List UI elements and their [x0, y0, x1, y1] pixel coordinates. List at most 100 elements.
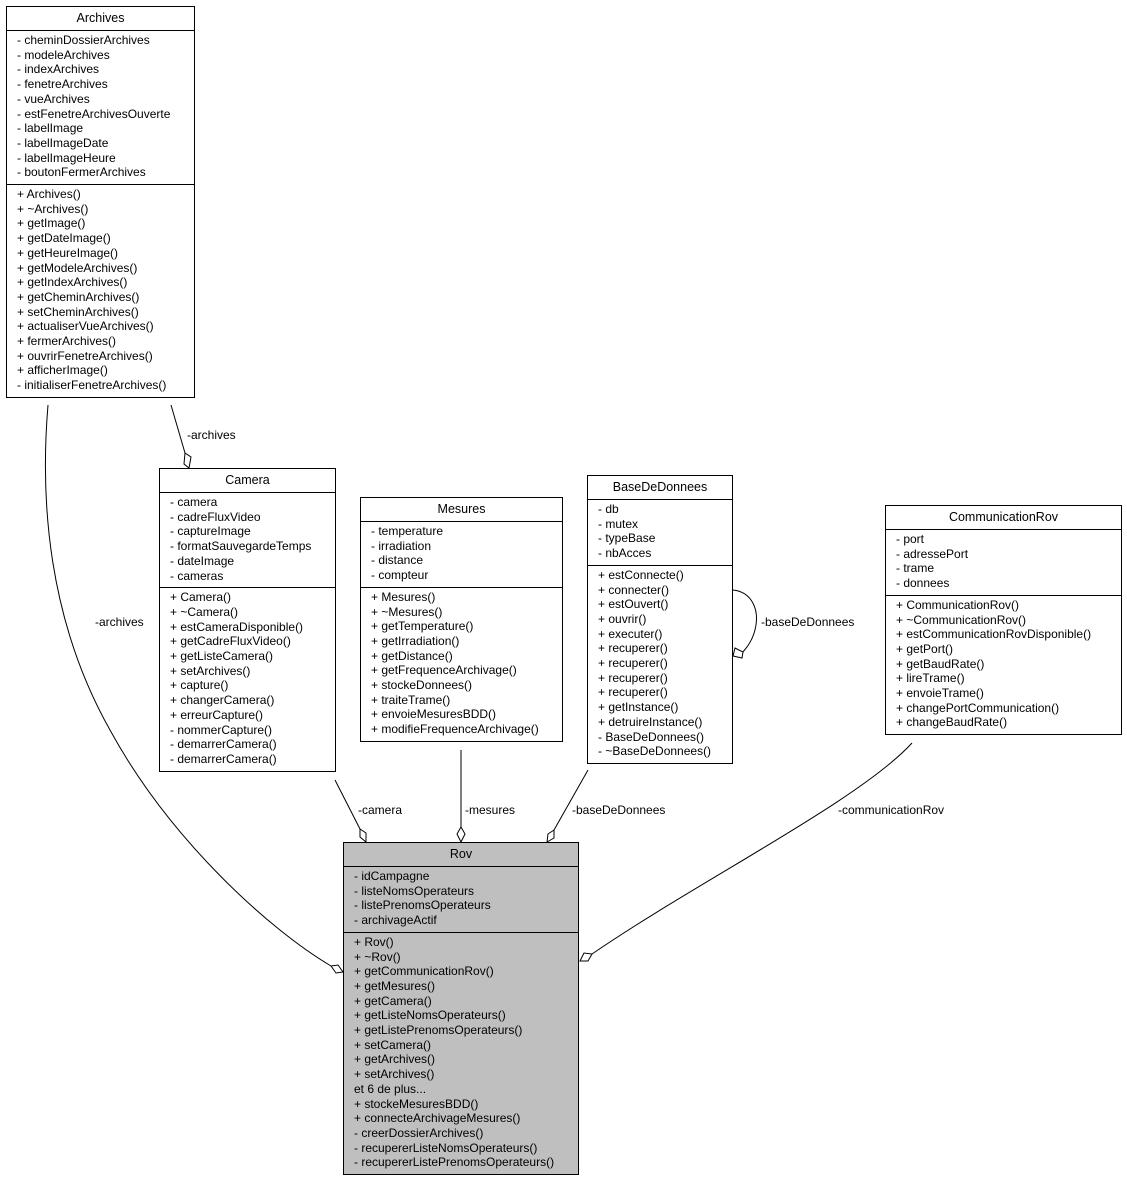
class-method: + stockeDonnees() [371, 678, 473, 693]
class-attributes: - camera- cadreFluxVideo- captureImage- … [160, 493, 335, 587]
class-attributes: - port- adressePort- trame- donnees [886, 530, 1121, 595]
class-attribute: - port [896, 532, 925, 546]
class-method: + estConnecte() [598, 567, 684, 582]
class-attribute: - irradiation [371, 538, 432, 553]
class-method: + getTemperature() [371, 619, 474, 634]
class-method: + getDateImage() [17, 231, 111, 246]
class-method: + getCheminArchives() [17, 289, 140, 304]
class-attribute: - cameras [170, 568, 224, 583]
class-attribute: - listeNomsOperateurs [354, 883, 475, 898]
class-attribute: - archivageActif [354, 913, 437, 928]
class-attribute: - nbAcces [598, 546, 652, 561]
class-attribute: - distance [371, 553, 424, 568]
class-method: + envoieMesuresBDD() [371, 707, 497, 722]
edge-camera-rov [334, 779, 361, 830]
class-attribute: - listePrenomsOperateurs [354, 898, 491, 913]
class-method: + traiteTrame() [371, 692, 451, 707]
class-method: + ouvrirFenetreArchives() [17, 348, 153, 363]
class-method: + getImage() [17, 216, 86, 231]
class-method: - recupererListePrenomsOperateurs() [354, 1155, 555, 1170]
class-method: + ~Mesures() [371, 604, 443, 619]
class-method: + getInstance() [598, 700, 679, 715]
class-attribute: - typeBase [598, 531, 656, 546]
class-attribute: - temperature [371, 524, 444, 538]
class-method: + ~Archives() [17, 201, 89, 216]
class-method: + ~Camera() [170, 604, 239, 619]
class-method: + recuperer() [598, 685, 668, 700]
class-attributes: - db- mutex- typeBase- nbAcces [588, 500, 732, 565]
class-attribute: - db [598, 502, 619, 516]
class-method: + detruireInstance() [598, 714, 703, 729]
class-method: - creerDossierArchives() [354, 1125, 484, 1140]
class-attribute: - dateImage [170, 553, 235, 568]
class-attribute: - vueArchives [17, 91, 90, 106]
class-title: Mesures [361, 498, 562, 522]
class-method: + setCheminArchives() [17, 304, 139, 319]
class-method: + recuperer() [598, 670, 668, 685]
class-camera: Camera - camera- cadreFluxVideo- capture… [159, 468, 336, 772]
edge-basededonnees-self [732, 589, 757, 653]
class-method: + getBaudRate() [896, 656, 985, 671]
class-method: + getModeleArchives() [17, 260, 138, 275]
class-attribute: - trame [896, 561, 935, 576]
edge-communicationrov-rov [591, 742, 913, 955]
class-method: + recuperer() [598, 641, 668, 656]
class-method: + afficherImage() [17, 363, 108, 378]
class-method: + ouvrir() [598, 611, 647, 626]
class-method: + ~Rov() [354, 949, 401, 964]
class-archives: Archives - cheminDossierArchives- modele… [6, 6, 195, 398]
class-method: + getIrradiation() [371, 633, 460, 648]
class-basededonnees: BaseDeDonnees - db- mutex- typeBase- nbA… [587, 475, 733, 764]
edge-label-communicationrov-rov: -communicationRov [838, 803, 945, 817]
class-method: + getCadreFluxVideo() [170, 634, 291, 649]
class-method: + setArchives() [170, 663, 251, 678]
class-method: + modifieFrequenceArchivage() [371, 722, 539, 737]
edge-label-basededonnees-rov: -baseDeDonnees [572, 803, 666, 817]
class-methods: + estConnecte()+ connecter()+ estOuvert(… [588, 564, 732, 763]
class-method: + erreurCapture() [170, 707, 264, 722]
class-attribute: - camera [170, 495, 218, 509]
class-method: + connecteArchivageMesures() [354, 1111, 521, 1126]
edge-basededonnees-self-diamond [732, 647, 744, 659]
class-title: CommunicationRov [886, 506, 1121, 530]
class-method: + getArchives() [354, 1052, 436, 1067]
class-method: + Mesures() [371, 589, 436, 604]
class-attribute: - adressePort [896, 546, 969, 561]
edge-basededonnees-rov [553, 769, 589, 831]
class-attributes: - cheminDossierArchives- modeleArchives-… [7, 31, 194, 184]
edge-archives-rov [44, 404, 332, 967]
class-attribute: - indexArchives [17, 62, 100, 77]
class-attribute: - idCampagne [354, 869, 430, 883]
class-mesures: Mesures - temperature- irradiation- dist… [360, 497, 563, 742]
class-method: + connecter() [598, 582, 670, 597]
class-method: et 6 de plus... [354, 1081, 427, 1096]
class-method: + setCamera() [354, 1037, 432, 1052]
class-method: + changerCamera() [170, 693, 275, 708]
edge-label-archives-camera: -archives [187, 428, 236, 442]
class-method: + changeBaudRate() [896, 715, 1008, 730]
edge-archives-rov-diamond [330, 964, 344, 974]
class-methods: + Archives()+ ~Archives()+ getImage()+ g… [7, 184, 194, 397]
class-method: - BaseDeDonnees() [598, 729, 705, 744]
class-attribute: - labelImage [17, 121, 84, 136]
edge-label-basededonnees-self: -baseDeDonnees [761, 615, 855, 629]
edge-label-camera-rov: -camera [358, 803, 403, 817]
class-attributes: - idCampagne- listeNomsOperateurs- liste… [344, 867, 578, 932]
class-method: + getDistance() [371, 648, 453, 663]
class-communicationrov: CommunicationRov - port- adressePort- tr… [885, 505, 1122, 736]
edge-label-mesures-rov: -mesures [465, 803, 516, 817]
class-attribute: - mutex [598, 516, 639, 531]
class-method: + stockeMesuresBDD() [354, 1096, 479, 1111]
class-attribute: - compteur [371, 568, 429, 583]
class-title: Camera [160, 469, 335, 493]
edge-camera-rov-diamond [359, 828, 367, 844]
class-attribute: - captureImage [170, 524, 251, 539]
class-method: + getIndexArchives() [17, 275, 128, 290]
class-title: BaseDeDonnees [588, 476, 732, 500]
class-method: + estCommunicationRovDisponible() [896, 627, 1092, 642]
class-method: + getCamera() [354, 993, 432, 1008]
edge-mesures-rov-diamond [456, 825, 466, 844]
class-attribute: - estFenetreArchivesOuverte [17, 106, 171, 121]
class-methods: + Camera()+ ~Camera()+ estCameraDisponib… [160, 587, 335, 770]
